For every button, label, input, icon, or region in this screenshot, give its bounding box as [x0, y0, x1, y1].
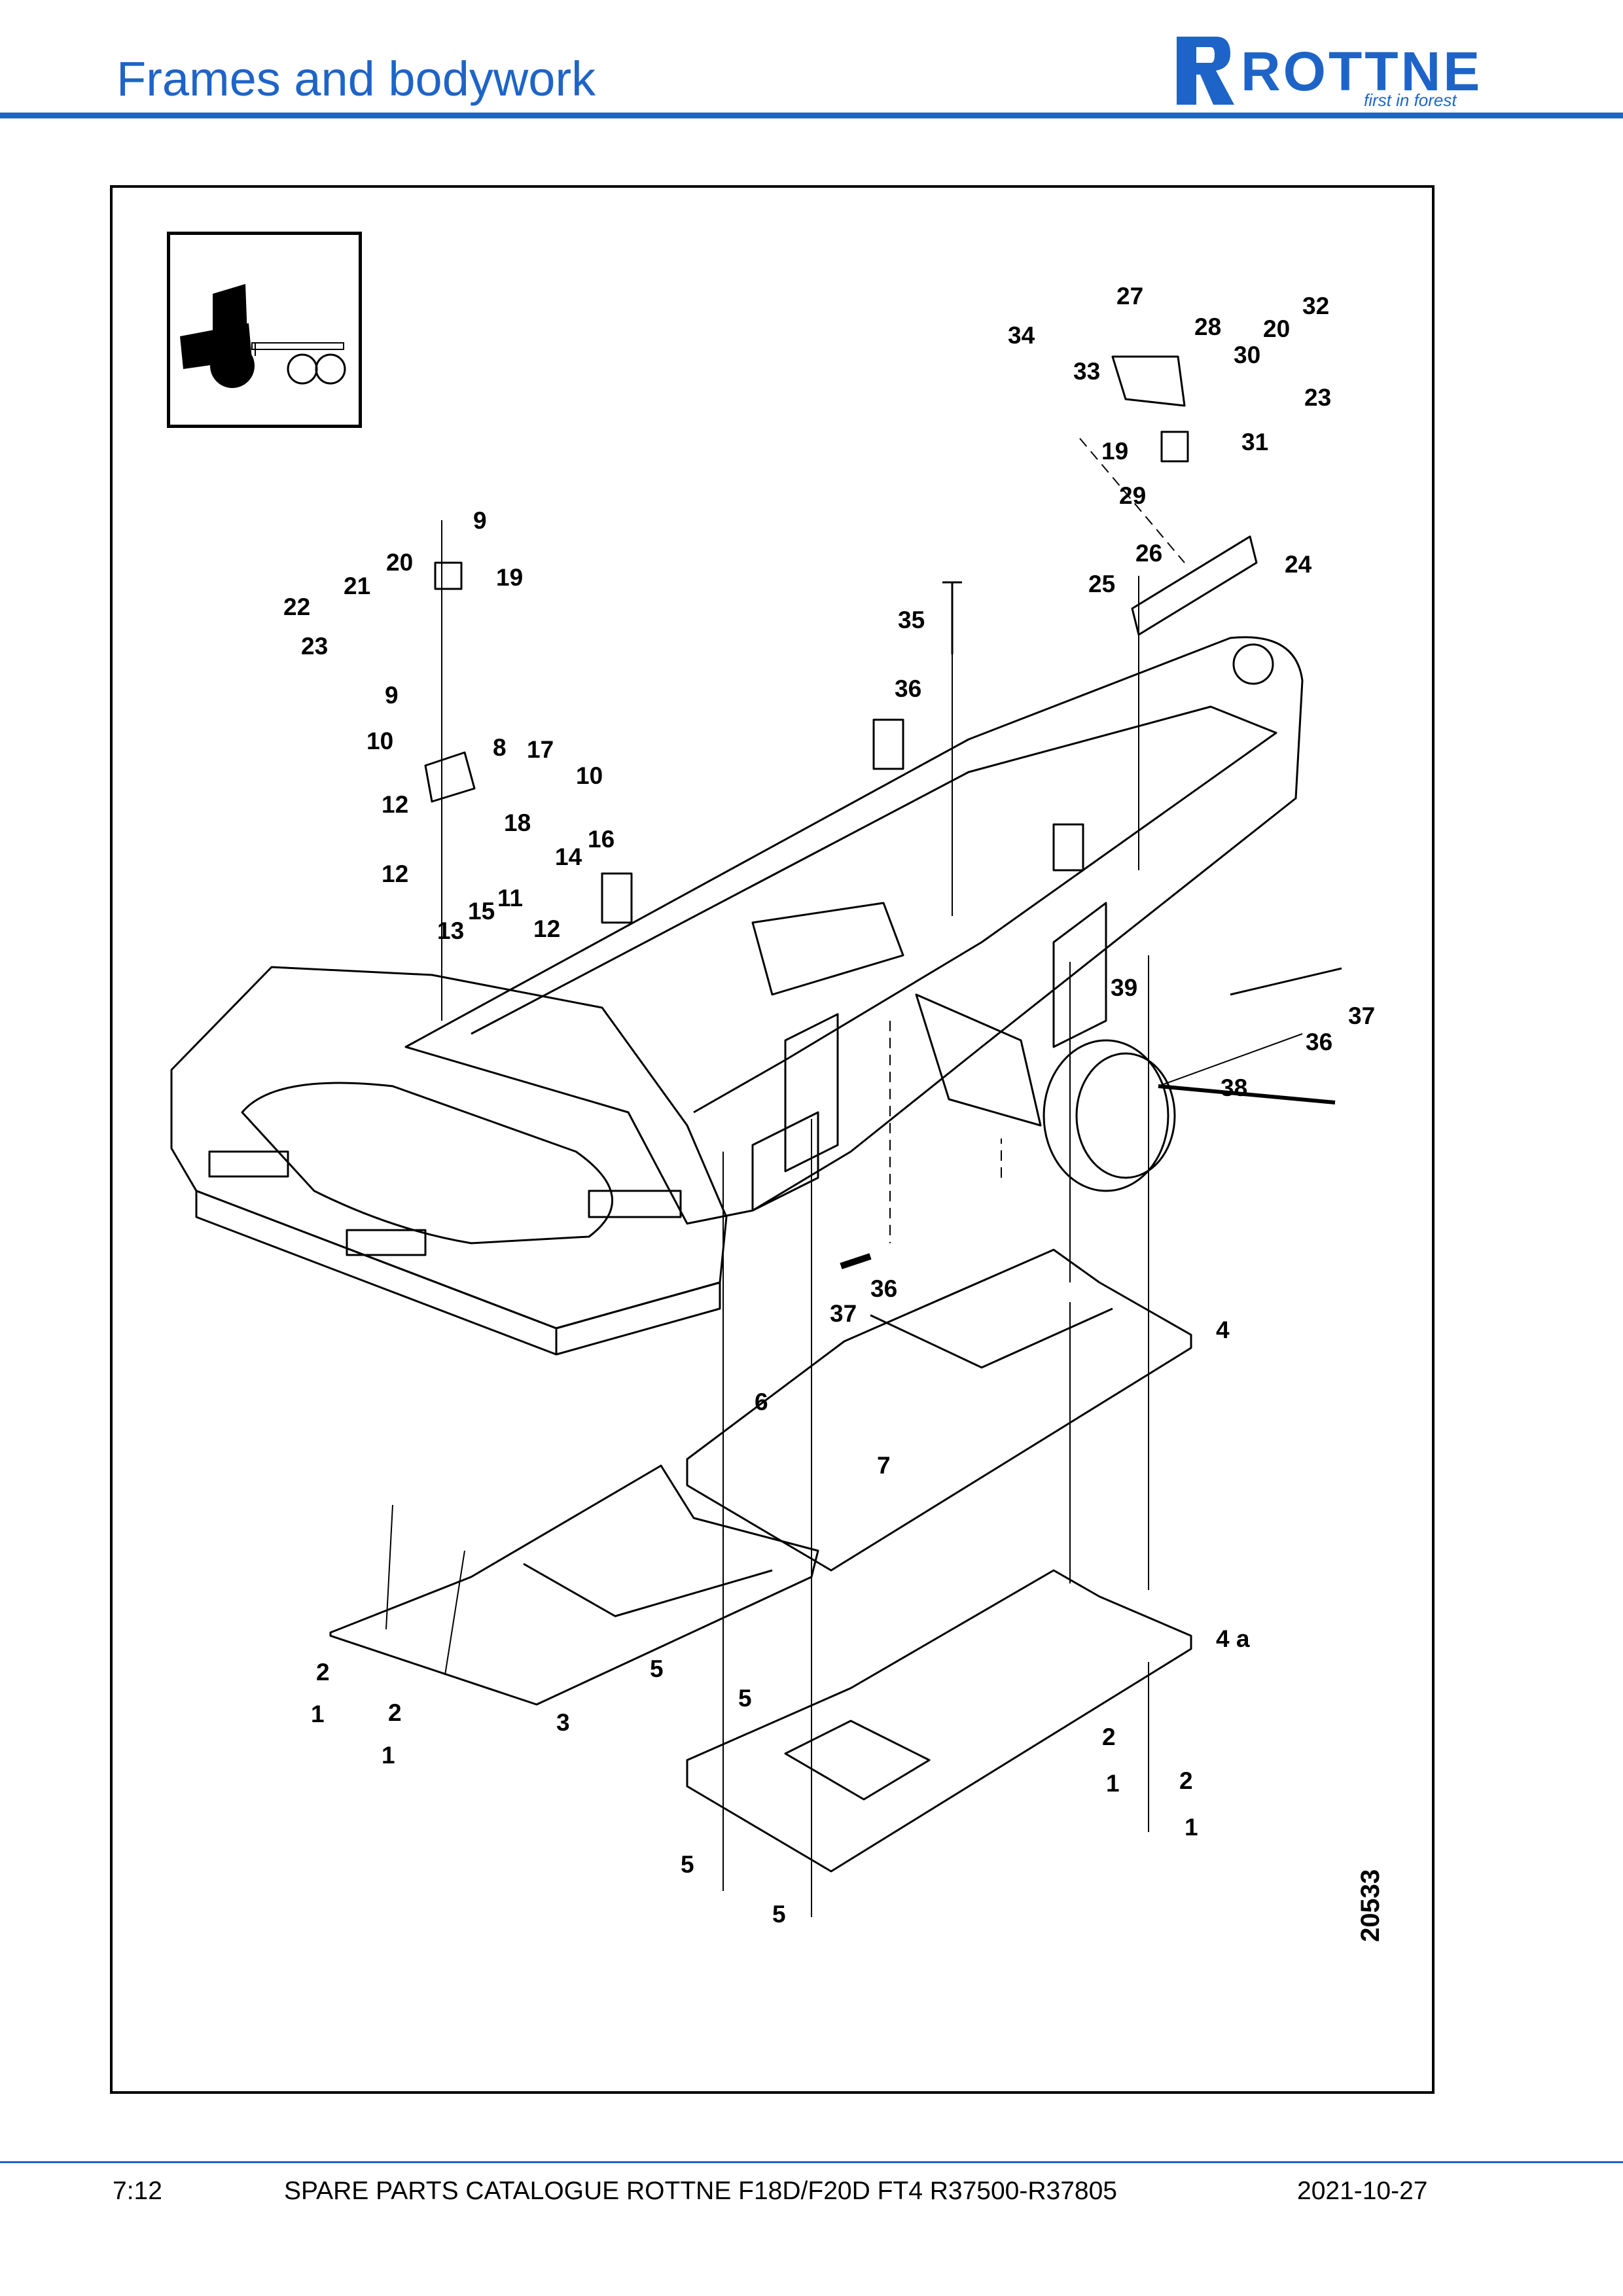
callout-1: 1: [382, 1742, 395, 1769]
callout-34: 34: [1008, 322, 1035, 349]
callout-3: 3: [556, 1709, 570, 1736]
callout-37: 37: [830, 1300, 857, 1327]
rottne-logo: ROTTNE first in forest: [1177, 37, 1482, 110]
callout-13: 13: [437, 917, 464, 944]
belly-plate-4a: [686, 1569, 1192, 1873]
belly-plate-4: [686, 1248, 1192, 1572]
logo-mark-icon: [1177, 37, 1234, 105]
callout-9: 9: [473, 507, 487, 534]
callout-36: 36: [895, 675, 921, 702]
callout-30: 30: [1234, 342, 1260, 368]
callout-35: 35: [898, 607, 925, 633]
callout-32: 32: [1302, 292, 1329, 319]
callout-21: 21: [344, 573, 370, 599]
callout-24: 24: [1285, 551, 1312, 578]
callout-38: 38: [1221, 1074, 1247, 1101]
callout-2: 2: [388, 1699, 402, 1726]
svg-text:ROTTNE: ROTTNE: [1241, 41, 1482, 102]
callout-12: 12: [382, 860, 408, 887]
callout-15: 15: [468, 898, 495, 925]
callout-27: 27: [1116, 283, 1143, 309]
callout-26: 26: [1135, 540, 1162, 567]
callout-5: 5: [772, 1901, 786, 1928]
callout-8: 8: [493, 734, 507, 761]
page-title: Frames and bodywork: [116, 52, 596, 106]
callout-5: 5: [650, 1655, 664, 1682]
footer-catalogue-title: SPARE PARTS CATALOGUE ROTTNE F18D/F20D F…: [284, 2177, 1117, 2205]
callout-1: 1: [311, 1701, 325, 1727]
callout-20: 20: [386, 549, 413, 576]
callout-39: 39: [1111, 974, 1137, 1001]
callout-1: 1: [1106, 1770, 1120, 1797]
drawing-frame: [110, 185, 1435, 2094]
callout-19: 19: [1101, 438, 1128, 465]
callout-29: 29: [1119, 482, 1146, 509]
callout-19: 19: [496, 564, 523, 591]
callout-7: 7: [877, 1452, 891, 1479]
callout-20: 20: [1263, 315, 1290, 342]
callout-28: 28: [1194, 313, 1221, 340]
footer-rule: [0, 2161, 1623, 2163]
callout-23: 23: [1304, 384, 1331, 411]
callout-10: 10: [576, 762, 603, 789]
callout-2: 2: [1102, 1723, 1116, 1750]
callout-14: 14: [555, 843, 582, 870]
bracket-8: [424, 751, 476, 803]
callout-17: 17: [527, 736, 554, 763]
front-frame: [170, 966, 728, 1330]
callout-12: 12: [533, 915, 560, 942]
belly-plate-3: [329, 1464, 819, 1706]
callout-18: 18: [504, 809, 531, 836]
callout-36: 36: [1306, 1029, 1332, 1055]
svg-text:first in forest: first in forest: [1364, 90, 1457, 110]
callout-2: 2: [1179, 1767, 1193, 1794]
callout-5: 5: [738, 1685, 752, 1712]
callout-36: 36: [870, 1275, 897, 1302]
callout-23: 23: [301, 633, 328, 660]
callout-37: 37: [1348, 1002, 1375, 1029]
callout-22: 22: [283, 593, 310, 620]
callout-10: 10: [366, 728, 393, 754]
machine-position-thumbnail: [167, 232, 362, 428]
callout-31: 31: [1241, 429, 1268, 455]
bracket-24: [1131, 535, 1258, 636]
callout-2: 2: [316, 1659, 330, 1686]
callout-12: 12: [382, 791, 408, 818]
header-rule: [0, 113, 1623, 118]
callout-6: 6: [755, 1388, 768, 1415]
callout-11: 11: [497, 885, 523, 911]
callout-25: 25: [1088, 571, 1115, 597]
main-frame: [404, 636, 1304, 1225]
figure-number: 20533: [1356, 1869, 1385, 1942]
bracket-27: [1111, 355, 1186, 407]
wheel-hub: [1043, 1039, 1169, 1192]
footer-date: 2021-10-27: [1297, 2177, 1428, 2205]
callout-33: 33: [1073, 358, 1100, 385]
axle-housing: [915, 993, 1042, 1127]
forwarder-icon: [180, 284, 346, 388]
callout-16: 16: [588, 826, 615, 853]
callout-1: 1: [1185, 1814, 1198, 1841]
footer-page-number: 7:12: [113, 2177, 162, 2205]
callout-4: 4: [1216, 1316, 1230, 1343]
callout-5: 5: [681, 1851, 694, 1878]
callout-9: 9: [385, 682, 399, 709]
callout-4a: 4 a: [1216, 1625, 1250, 1652]
